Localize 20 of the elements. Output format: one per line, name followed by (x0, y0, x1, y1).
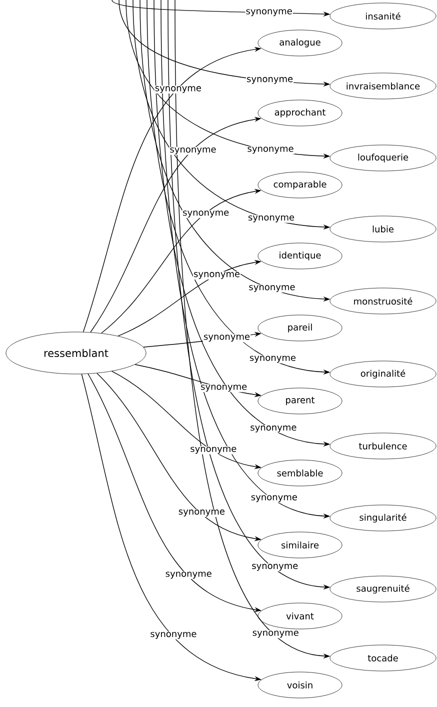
edge-label: synonyme (182, 210, 230, 218)
edge-label: synonyme (169, 146, 217, 155)
edge-label: synonyme (164, 571, 212, 580)
edge-label: synonyme (250, 425, 298, 433)
edge-label: synonyme (202, 334, 251, 342)
edge-label: synonyme (248, 284, 296, 293)
edge-label: synonyme (193, 272, 241, 280)
edge-label: synonyme (190, 446, 238, 454)
edge-label: synonyme (200, 384, 248, 392)
edge-label: synonyme (178, 509, 226, 517)
edge-label: synonyme (251, 563, 299, 572)
edge-label: synonyme (250, 494, 298, 503)
edge-label: synonyme (154, 86, 202, 94)
edge-label: synonyme (247, 214, 296, 223)
edge-label: synonyme (252, 630, 300, 638)
edge-label: synonyme (246, 76, 294, 84)
edge-label: synonyme (246, 146, 294, 154)
edge-label: synonyme (248, 355, 296, 364)
edge-label: synonyme (150, 631, 198, 640)
edge-label: synonyme (245, 8, 293, 17)
